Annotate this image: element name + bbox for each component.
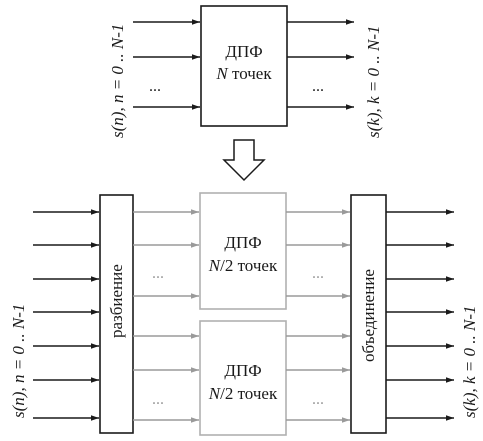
top-output-arrows <box>287 19 354 110</box>
lower-dft-input-arrows <box>133 333 199 423</box>
upper-dft-box <box>199 192 287 310</box>
bottom-input-label: s(n), n = 0 .. N-1 <box>9 304 28 418</box>
lower-dft-output-ellipsis: ... <box>312 391 324 408</box>
top-input-arrows <box>133 19 200 110</box>
top-dft-title: ДПФ <box>225 42 262 61</box>
top-section: s(n), n = 0 .. N-1 ... ДПФ N точек ... s… <box>108 5 383 138</box>
top-dft-size: N точек <box>215 64 272 83</box>
merge-block <box>350 194 387 434</box>
upper-dft-output-arrows <box>286 209 350 299</box>
upper-dft-size: N/2 точек <box>208 256 278 275</box>
split-label: разбиение <box>107 264 126 338</box>
transition-down-arrow-icon <box>222 139 266 182</box>
lower-dft-size: N/2 точек <box>208 384 278 403</box>
top-output-label: s(k), k = 0 .. N-1 <box>364 25 383 138</box>
lower-dft-input-ellipsis: ... <box>152 391 164 408</box>
merge-label: объединение <box>359 269 378 362</box>
bottom-output-arrows <box>386 209 454 421</box>
split-block <box>99 194 134 434</box>
upper-dft-input-ellipsis: ... <box>152 265 164 282</box>
upper-dft-title: ДПФ <box>224 233 261 252</box>
top-input-label: s(n), n = 0 .. N-1 <box>108 24 127 138</box>
lower-dft-output-arrows <box>286 333 350 423</box>
bottom-input-arrows <box>33 209 99 421</box>
lower-dft-title: ДПФ <box>224 361 261 380</box>
bottom-section: s(n), n = 0 .. N-1 разбиение ... ДПФ N/2… <box>9 192 479 436</box>
top-output-ellipsis: ... <box>312 78 324 95</box>
top-dft-box <box>200 5 288 127</box>
lower-dft-box <box>199 320 287 436</box>
top-input-ellipsis: ... <box>149 78 161 95</box>
upper-dft-input-arrows <box>133 209 199 299</box>
bottom-output-label: s(k), k = 0 .. N-1 <box>460 305 479 418</box>
upper-dft-output-ellipsis: ... <box>312 265 324 282</box>
